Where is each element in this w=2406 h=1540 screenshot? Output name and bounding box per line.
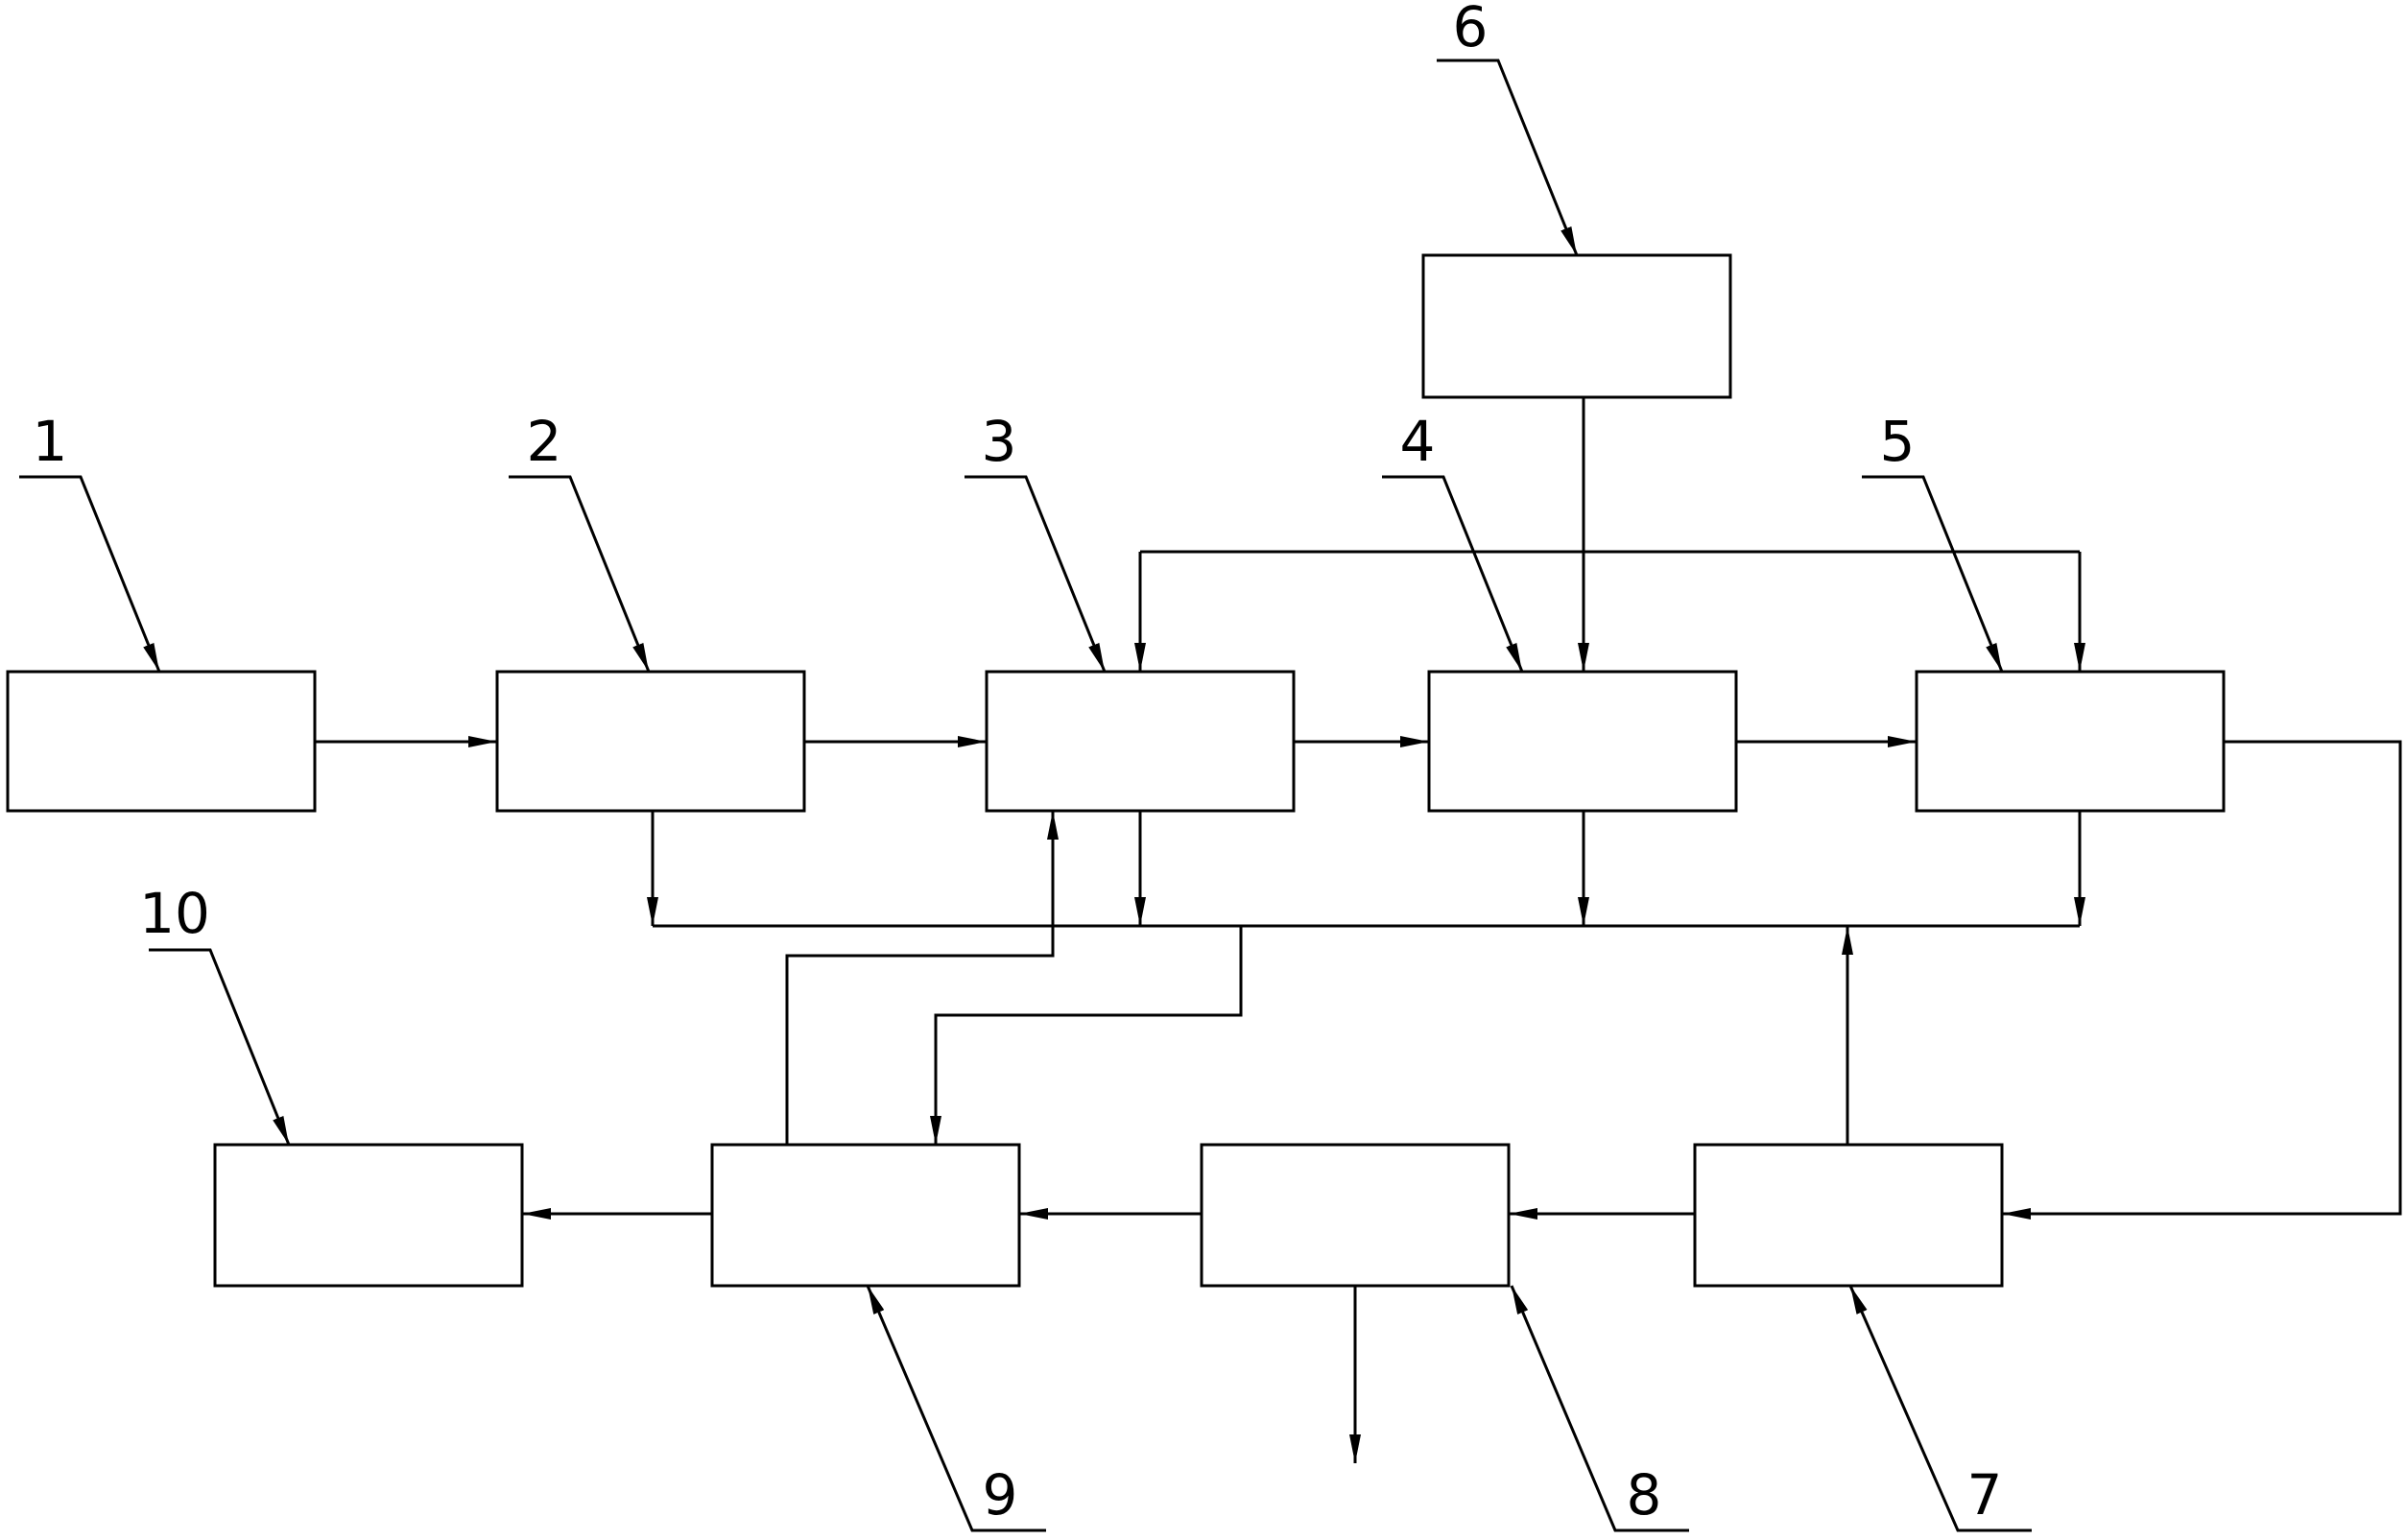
block-8 <box>1200 1143 1511 1288</box>
arrow-5-to-7 <box>2002 740 2402 1220</box>
label-9: 9 <box>983 1462 1018 1528</box>
label-4: 4 <box>1400 409 1436 474</box>
label-6: 6 <box>1453 0 1489 59</box>
leader-7 <box>1848 1285 2032 1532</box>
block-6 <box>1421 253 1732 399</box>
block-7 <box>1693 1143 2004 1288</box>
leader-6 <box>1437 59 1579 256</box>
leader-1 <box>19 475 161 673</box>
leader-5 <box>1862 475 2004 673</box>
leader-2 <box>509 475 651 673</box>
leader-8 <box>1510 1285 1689 1532</box>
label-3: 3 <box>982 409 1017 474</box>
block-9 <box>710 1143 1021 1288</box>
label-8: 8 <box>1627 1462 1662 1528</box>
arrow-bus-to-9 <box>930 926 1243 1145</box>
label-1: 1 <box>33 409 68 474</box>
block-10 <box>213 1143 524 1288</box>
block-1 <box>6 670 317 813</box>
label-5: 5 <box>1880 409 1916 474</box>
leader-9 <box>866 1285 1046 1532</box>
arrow-9-to-3 <box>785 811 1059 1145</box>
label-10: 10 <box>139 881 210 946</box>
leader-10 <box>149 948 291 1146</box>
block-2 <box>495 670 806 813</box>
label-2: 2 <box>527 409 562 474</box>
leader-3 <box>965 475 1107 673</box>
label-7: 7 <box>1967 1462 2003 1528</box>
leader-4 <box>1382 475 1524 673</box>
block-5 <box>1915 670 2226 813</box>
block-3 <box>985 670 1296 813</box>
block-4 <box>1427 670 1738 813</box>
